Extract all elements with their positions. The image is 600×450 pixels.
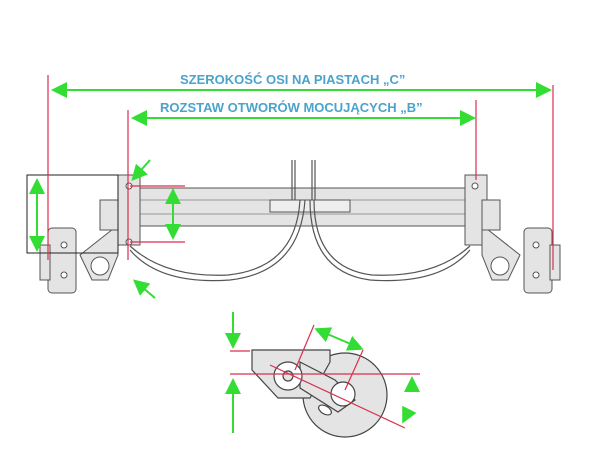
wheel-hub-width-label: SZEROKOŚĆ OSI NA PIASTACH „C” [180, 72, 406, 87]
brake-cables [129, 160, 471, 282]
side-view-detail [225, 312, 420, 438]
reference-lines [47, 75, 554, 270]
left-hub [39, 199, 119, 294]
mounting-hole-spacing-label: ROZSTAW OTWORÓW MOCUJĄCYCH „B” [160, 100, 423, 115]
dimension-arrows [29, 82, 552, 299]
detail-frame [26, 174, 119, 254]
right-hub [481, 199, 561, 294]
